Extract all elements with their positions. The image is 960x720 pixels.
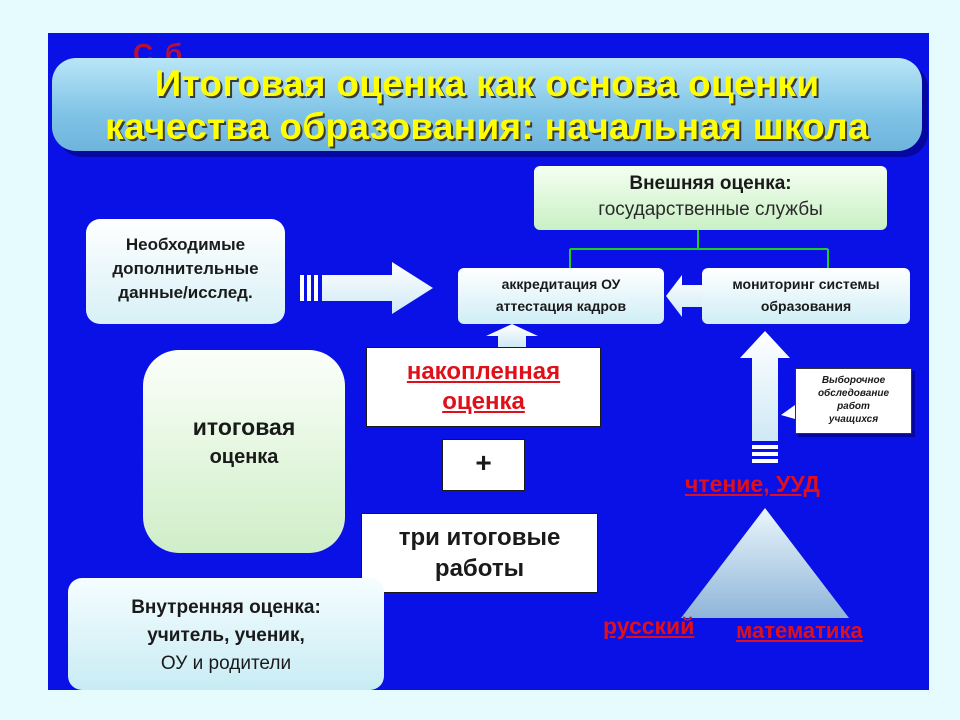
external-assessment-box: Внешняя оценка: государственные службы xyxy=(534,166,887,230)
monitoring-box: мониторинг системы образования xyxy=(702,268,910,324)
title-bar: Итоговая оценка как основа оценки качест… xyxy=(52,58,922,151)
survey-line-1: Выборочное xyxy=(821,375,886,386)
additional-data-box: Необходимые дополнительные данные/исслед… xyxy=(86,219,285,324)
additional-data-line-3: данные/исслед. xyxy=(118,283,253,302)
internal-line-3: ОУ и родители xyxy=(160,653,292,674)
arrow-right-icon xyxy=(300,262,433,314)
final-line-2: оценка xyxy=(209,446,279,468)
internal-assessment-box: Внутренняя оценка: учитель, ученик, ОУ и… xyxy=(68,578,384,690)
callout-pointer xyxy=(781,405,795,419)
accumulated-line-1: накопленная xyxy=(406,358,561,385)
monitoring-line-1: мониторинг системы xyxy=(732,276,880,292)
arrow-left-icon xyxy=(666,275,702,317)
three-works-line-1: три итоговые xyxy=(398,524,561,551)
triangle-icon xyxy=(681,508,849,618)
accumulated-line-2: оценка xyxy=(442,388,525,415)
reading-label: чтение, УУД xyxy=(685,471,820,497)
external-heading: Внешняя оценка: xyxy=(629,173,792,194)
accreditation-line-2: аттестация кадров xyxy=(495,298,627,314)
slide: С б Итоговая оценка как основа оценки ка… xyxy=(48,33,929,690)
internal-heading: Внутренняя оценка: xyxy=(131,597,321,618)
green-connector xyxy=(569,230,829,268)
additional-data-line-2: дополнительные xyxy=(112,259,259,278)
title-line-1: Итоговая оценка как основа оценки xyxy=(154,63,820,104)
diagram-connectors xyxy=(300,230,849,618)
accreditation-box: аккредитация ОУ аттестация кадров xyxy=(458,268,664,324)
final-line-1: итоговая xyxy=(192,414,296,440)
survey-line-4: учащихся xyxy=(828,414,879,425)
three-works-line-2: работы xyxy=(434,555,525,582)
plus-box: + xyxy=(442,439,525,491)
additional-data-line-1: Необходимые xyxy=(125,235,246,254)
final-assessment-box: итоговая оценка xyxy=(143,350,345,553)
arrow-up-large-icon xyxy=(740,331,790,463)
survey-line-3: работ xyxy=(837,401,870,412)
external-sub: государственные службы xyxy=(598,199,823,220)
three-final-works-box: три итоговые работы xyxy=(361,513,598,593)
title-line-2: качества образования: начальная школа xyxy=(105,106,869,147)
math-label: математика xyxy=(736,618,863,643)
sample-survey-box: Выборочное обследование работ учащихся xyxy=(795,368,912,434)
survey-line-2: обследование xyxy=(817,388,890,399)
arrow-up-icon xyxy=(486,324,538,347)
internal-line-2: учитель, ученик, xyxy=(147,625,305,646)
russian-label: русский xyxy=(603,613,695,639)
accreditation-line-1: аккредитация ОУ xyxy=(501,276,621,292)
accumulated-assessment-box: накопленная оценка xyxy=(366,347,601,427)
monitoring-line-2: образования xyxy=(760,298,852,314)
